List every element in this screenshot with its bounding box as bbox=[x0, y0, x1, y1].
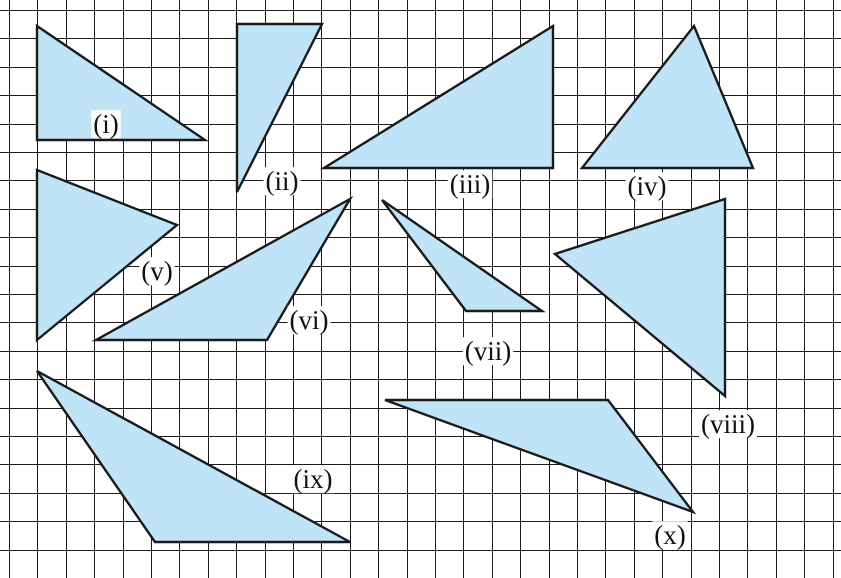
label-backing bbox=[447, 170, 493, 199]
triangle-iii bbox=[319, 23, 555, 170]
label-backing bbox=[625, 172, 669, 201]
label-backing bbox=[462, 337, 514, 366]
label-backing bbox=[291, 465, 335, 494]
triangle-i bbox=[35, 23, 209, 142]
triangle-x bbox=[384, 398, 697, 515]
label-backing bbox=[287, 306, 331, 335]
triangle-ix bbox=[36, 369, 351, 544]
label-triangle-v: (v) bbox=[141, 256, 172, 286]
label-triangle-vi: (vi) bbox=[290, 305, 329, 335]
label-triangle-ii: (ii) bbox=[266, 166, 299, 196]
label-triangle-viii: (viii) bbox=[701, 409, 755, 439]
triangle-iv bbox=[579, 23, 755, 170]
label-triangle-iv: (iv) bbox=[628, 171, 667, 201]
triangle-ii bbox=[235, 22, 324, 193]
label-backing bbox=[652, 521, 688, 550]
triangle-vii bbox=[381, 199, 546, 313]
label-backing bbox=[91, 110, 121, 139]
label-triangle-x: (x) bbox=[654, 520, 685, 550]
label-triangle-i: (i) bbox=[93, 109, 118, 139]
label-backing bbox=[263, 167, 301, 196]
labels-layer: (i) (ii) (iii) (iv) (v) (vi) (vii) (viii… bbox=[91, 109, 757, 550]
label-backing bbox=[699, 410, 757, 439]
triangles-layer bbox=[35, 22, 755, 544]
triangle-v bbox=[35, 168, 180, 343]
triangle-viii bbox=[552, 197, 727, 399]
triangle-vi bbox=[91, 195, 354, 342]
label-triangle-ix: (ix) bbox=[294, 464, 333, 494]
label-triangle-iii: (iii) bbox=[450, 169, 491, 199]
label-backing bbox=[139, 257, 175, 286]
label-triangle-vii: (vii) bbox=[465, 336, 512, 366]
